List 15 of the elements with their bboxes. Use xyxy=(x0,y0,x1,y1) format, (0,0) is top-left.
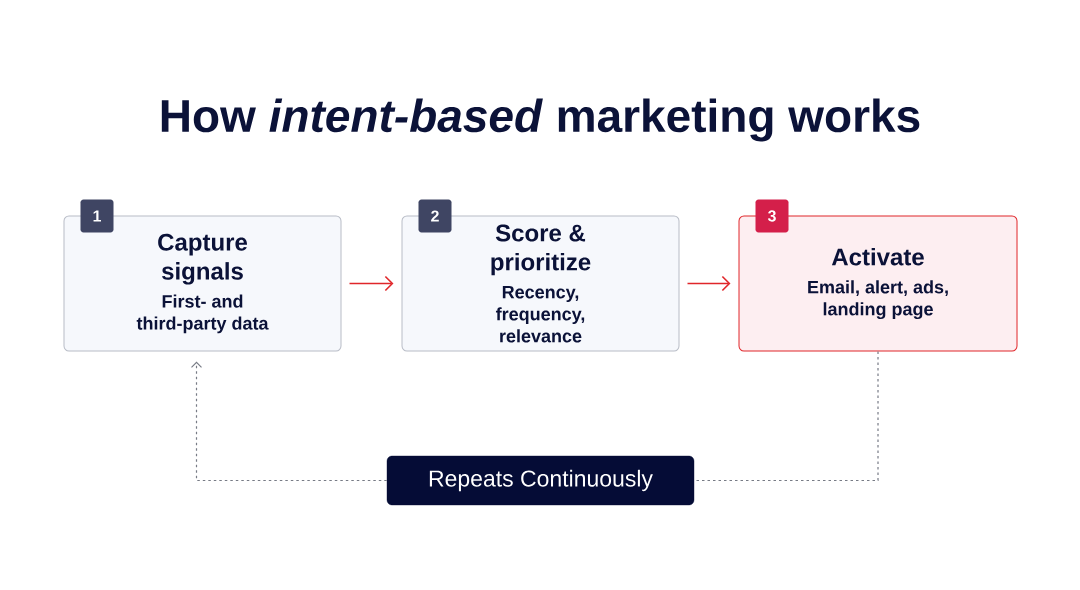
step-title: Activate xyxy=(831,247,924,266)
step-description: Recency, frequency, relevance xyxy=(495,285,585,343)
title: How intent-based marketing works xyxy=(161,98,920,142)
label-box xyxy=(386,455,695,506)
step-description: First- and third-party data xyxy=(136,294,269,334)
step-badge: 1 xyxy=(80,199,114,233)
step-badge: 3 xyxy=(755,199,789,233)
step-title: Score & prioritize xyxy=(491,224,591,276)
arrow xyxy=(686,275,731,292)
step-title: Capture signals xyxy=(158,233,247,285)
label-text: Repeats Continuously xyxy=(429,469,653,492)
arrow xyxy=(348,275,394,292)
arrow xyxy=(190,361,388,482)
step-badge: 2 xyxy=(418,199,452,233)
step-description: Email, alert, ads, landing page xyxy=(808,280,948,320)
